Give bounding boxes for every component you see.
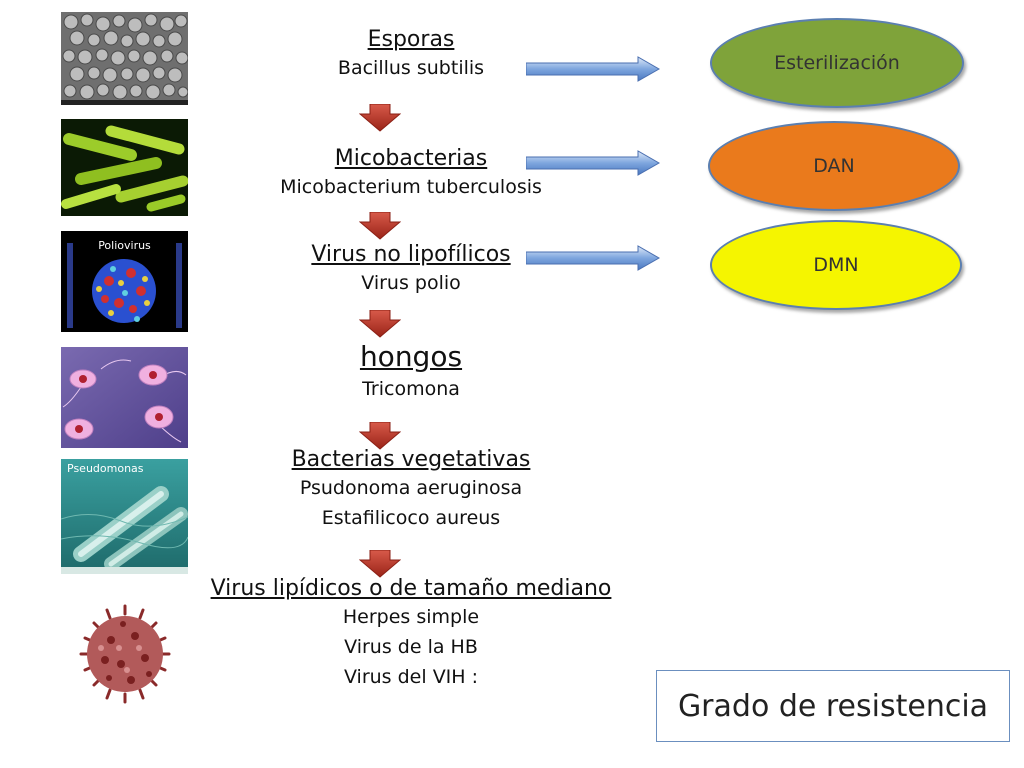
herpes-virus-image bbox=[61, 600, 188, 708]
level-example: Bacillus subtilis bbox=[337, 57, 485, 79]
level-spores: Esporas Bacillus subtilis bbox=[200, 27, 622, 83]
down-arrow-icon bbox=[359, 310, 401, 338]
poliovirus-label: Poliovirus bbox=[98, 239, 151, 252]
level-title: Micobacterias bbox=[334, 146, 488, 171]
level-example: Estafilicoco aureus bbox=[321, 507, 501, 529]
down-arrow-icon bbox=[359, 550, 401, 578]
poliovirus-image: Poliovirus bbox=[61, 231, 188, 332]
level-title: Virus lipídicos o de tamaño mediano bbox=[210, 576, 612, 601]
spores-image bbox=[61, 12, 188, 105]
level-example: Tricomona bbox=[362, 378, 460, 400]
method-sterilization: Esterilización bbox=[710, 18, 964, 108]
level-title: Virus no lipofílicos bbox=[311, 242, 511, 267]
level-nonlipid-virus: Virus no lipofílicos Virus polio bbox=[200, 242, 622, 298]
level-example: Micobacterium tuberculosis bbox=[280, 176, 542, 198]
right-arrow-icon bbox=[526, 56, 660, 82]
level-title: Esporas bbox=[367, 27, 455, 52]
level-example: Herpes simple bbox=[342, 606, 480, 628]
level-vegetative-bacteria: Bacterias vegetativas Psudonoma aerugino… bbox=[200, 447, 622, 533]
trichomona-image bbox=[61, 347, 188, 448]
method-dmn: DMN bbox=[710, 220, 962, 310]
down-arrow-icon bbox=[359, 212, 401, 240]
right-arrow-icon bbox=[526, 150, 660, 176]
method-label: DAN bbox=[813, 155, 855, 177]
method-label: DMN bbox=[813, 254, 859, 276]
method-label: Esterilización bbox=[774, 52, 900, 74]
pseudomonas-label: Pseudomonas bbox=[67, 462, 144, 475]
method-dan: DAN bbox=[708, 121, 960, 211]
level-example: Virus polio bbox=[361, 272, 461, 294]
legend-text: Grado de resistencia bbox=[677, 688, 989, 724]
level-example: Psudonoma aeruginosa bbox=[299, 477, 523, 499]
level-mycobacteria: Micobacterias Micobacterium tuberculosis bbox=[200, 146, 622, 202]
down-arrow-icon bbox=[359, 104, 401, 132]
mycobacteria-image bbox=[61, 119, 188, 216]
right-arrow-icon bbox=[526, 245, 660, 271]
level-example: Virus de la HB bbox=[344, 636, 478, 658]
level-fungi: hongos Tricomona bbox=[200, 340, 622, 404]
level-lipid-virus: Virus lipídicos o de tamaño mediano Herp… bbox=[200, 576, 622, 692]
level-title: hongos bbox=[359, 340, 463, 373]
resistance-legend-box: Grado de resistencia bbox=[656, 670, 1010, 742]
level-example: Virus del VIH : bbox=[343, 666, 479, 688]
pseudomonas-image: Pseudomonas bbox=[61, 459, 188, 574]
level-title: Bacterias vegetativas bbox=[291, 447, 531, 472]
down-arrow-icon bbox=[359, 422, 401, 450]
